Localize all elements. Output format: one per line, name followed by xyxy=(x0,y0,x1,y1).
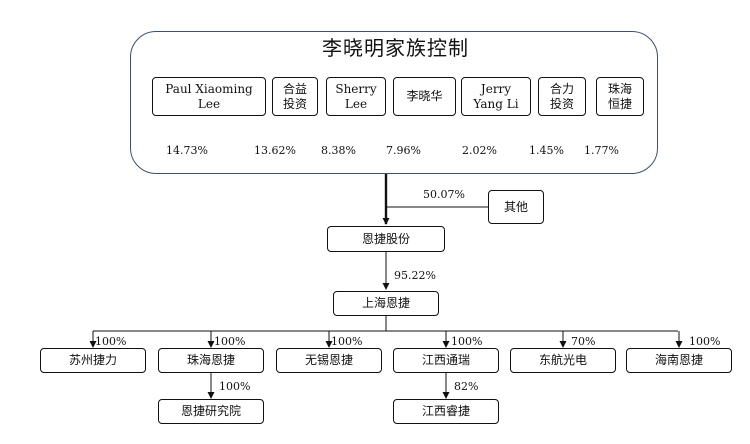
family-to-company-share: 50.07% xyxy=(423,188,465,201)
subsidiary-suzhou-jieli: 苏州捷力 xyxy=(40,348,146,373)
share-donghang-guangdian: 70% xyxy=(571,335,596,348)
subsidiary-donghang-guangdian: 东航光电 xyxy=(510,348,616,373)
member-paul-xiaoming-lee: Paul Xiaoming Lee xyxy=(152,77,266,116)
member-jerry-yang-li: Jerry Yang Li xyxy=(461,77,531,116)
share-sherry-lee: 8.38% xyxy=(321,144,356,157)
company-to-shanghai-share: 95.22% xyxy=(394,269,436,282)
grandchild-jiangxi-ruijie: 江西睿捷 xyxy=(393,399,499,424)
others-node: 其他 xyxy=(488,190,544,224)
subsidiary-hainan-enjie: 海南恩捷 xyxy=(626,348,732,373)
share-zhuhai-enjie: 100% xyxy=(214,335,246,348)
share-wuxi-enjie: 100% xyxy=(331,335,363,348)
share-jiangxi-tongrui: 100% xyxy=(451,335,483,348)
company-node: 恩捷股份 xyxy=(327,226,445,252)
family-group-title: 李晓明家族控制 xyxy=(322,36,469,60)
member-li-xiaohua: 李晓华 xyxy=(393,77,456,116)
member-zhuhai-hengjie: 珠海 恒捷 xyxy=(596,77,644,116)
share-enjie-research-institute: 100% xyxy=(219,380,251,393)
share-paul-xiaoming-lee: 14.73% xyxy=(166,144,208,157)
share-jiangxi-ruijie: 82% xyxy=(454,380,479,393)
member-heyi-investment: 合益 投资 xyxy=(272,77,318,116)
subsidiary-wuxi-enjie: 无锡恩捷 xyxy=(276,348,382,373)
share-heli-investment: 1.45% xyxy=(529,144,564,157)
share-jerry-yang-li: 2.02% xyxy=(462,144,497,157)
shanghai-node: 上海恩捷 xyxy=(333,291,439,316)
subsidiary-jiangxi-tongrui: 江西通瑞 xyxy=(393,348,499,373)
share-suzhou-jieli: 100% xyxy=(95,335,127,348)
share-hainan-enjie: 100% xyxy=(689,335,721,348)
member-sherry-lee: Sherry Lee xyxy=(326,77,386,116)
share-zhuhai-hengjie: 1.77% xyxy=(584,144,619,157)
member-heli-investment: 合力 投资 xyxy=(538,77,586,116)
share-li-xiaohua: 7.96% xyxy=(386,144,421,157)
subsidiary-zhuhai-enjie: 珠海恩捷 xyxy=(158,348,264,373)
share-heyi-investment: 13.62% xyxy=(254,144,296,157)
grandchild-enjie-research-institute: 恩捷研究院 xyxy=(158,399,264,424)
